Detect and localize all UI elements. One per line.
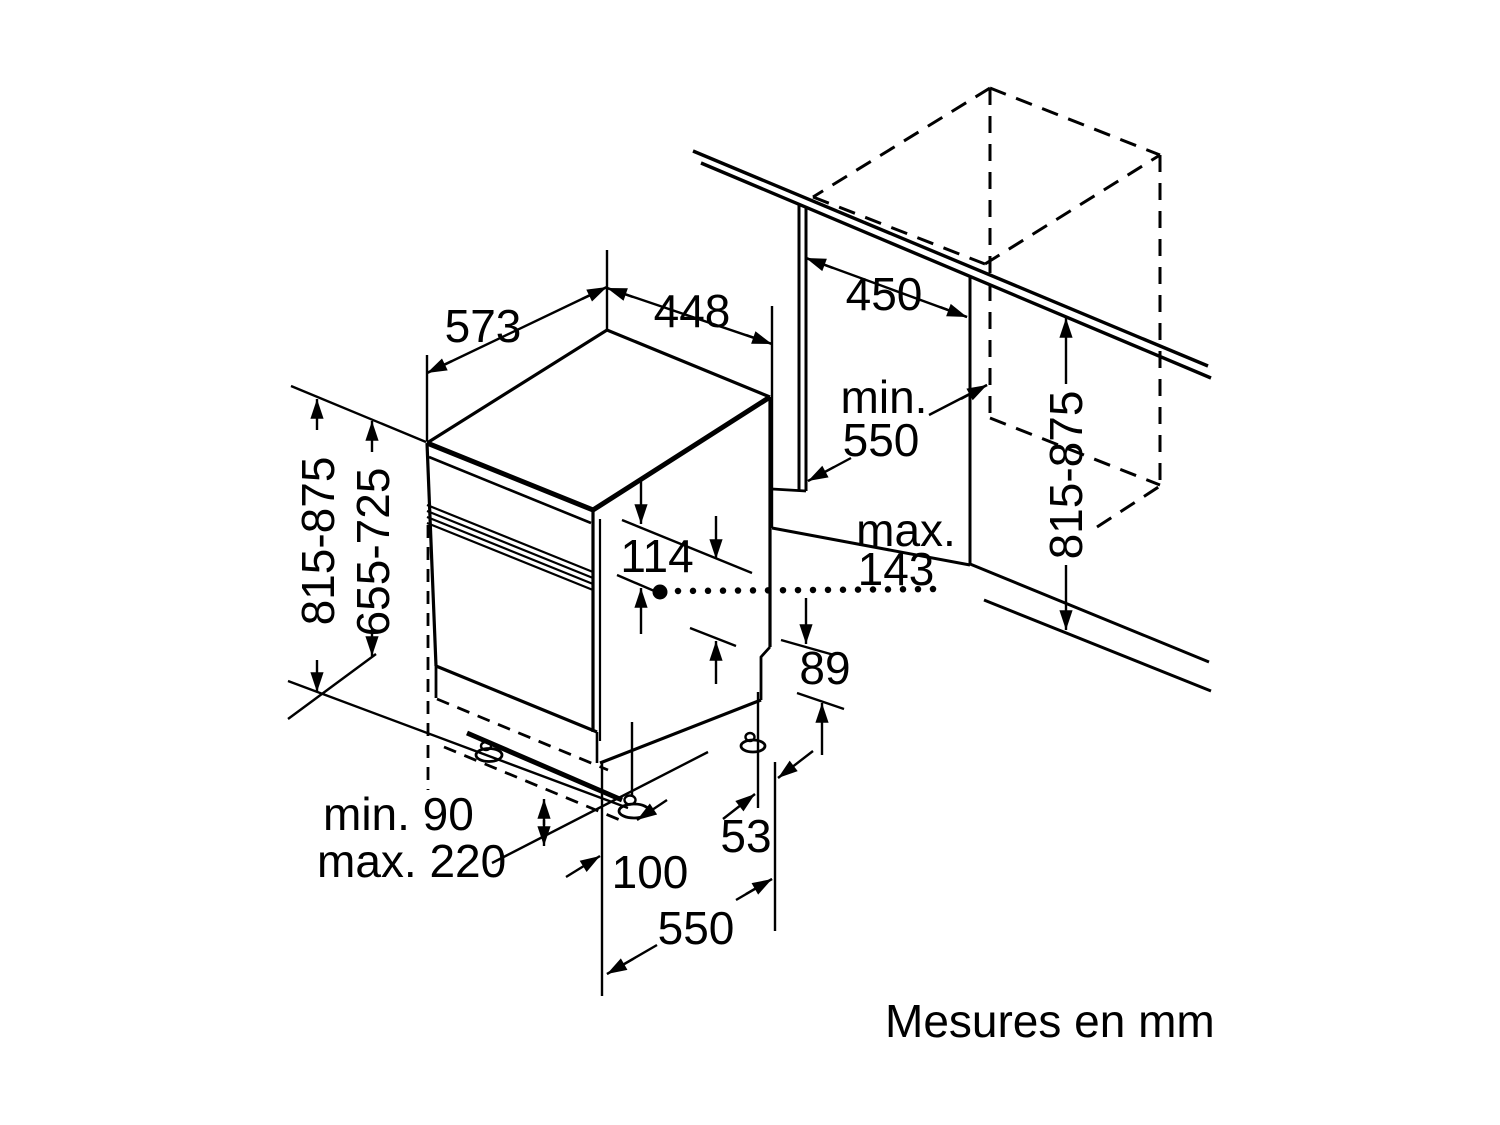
ref-countertop-level-left: [290, 384, 427, 444]
dim-label-min: min.: [841, 371, 928, 423]
dim-niche-depth: min. 550: [807, 371, 988, 483]
dim-label-550-bottom: 550: [658, 902, 735, 954]
top-front-inner-line: [428, 455, 592, 525]
dim-label-max-220: max. 220: [317, 835, 506, 887]
reference-dot: [652, 584, 668, 600]
base-front-edge: [466, 730, 623, 803]
dim-panel-height: 114: [620, 478, 694, 634]
caption-units: Mesures en mm: [885, 995, 1215, 1047]
ref-plinth-bottom: [491, 750, 709, 865]
ref-door-bottom: [287, 653, 377, 720]
door-left-edge: [425, 442, 438, 667]
control-panel-groove: [426, 503, 594, 592]
dim-front-foot-offset: 100: [565, 799, 689, 898]
dim-label-89: 89: [799, 642, 850, 694]
ref-step-bottom-extension: [796, 691, 845, 711]
dim-label-448: 448: [654, 285, 731, 337]
dim-label-114: 114: [620, 530, 693, 582]
ref-step-top-extension: [780, 638, 835, 657]
countertop-top-line: [692, 149, 1209, 368]
extension-lines: [287, 250, 845, 996]
dim-top-depth: 573: [426, 285, 608, 375]
side-bottom-step: [759, 646, 772, 700]
foot-rear-right: [739, 738, 767, 754]
dim-label-573: 573: [445, 300, 522, 352]
dim-label-815-875-left: 815-875: [292, 457, 344, 626]
niche-wall-bottom-front: [771, 526, 971, 567]
hidden-plinth-edge-dashed-1: [436, 697, 609, 772]
niche-cabinet: [692, 86, 1212, 693]
dim-door-top-max: max. 143: [652, 504, 956, 684]
niche-wall-bottom-slope: [969, 562, 1210, 664]
dim-label-53: 53: [720, 810, 771, 862]
dotted-leader: [674, 585, 944, 595]
foot-rear-right-screw: [744, 731, 756, 743]
dim-label-143: 143: [858, 543, 935, 595]
dim-label-655-725: 655-725: [347, 468, 399, 637]
floor-line-right: [983, 598, 1212, 693]
ref-door-top-extension: [621, 518, 753, 575]
ref-groove-top-extension: [616, 573, 660, 595]
dim-height-left: 815-875: [292, 399, 344, 692]
dim-label-815-875-right: 815-875: [1040, 391, 1092, 560]
dim-label-100: 100: [612, 846, 689, 898]
side-bottom-edge: [599, 698, 762, 765]
foot-front-right-screw: [623, 794, 637, 806]
dim-label-550-niche: 550: [843, 414, 920, 466]
dim-door-height: 655-725: [347, 421, 399, 656]
dim-label-450: 450: [846, 268, 923, 320]
dim-niche-width: 450: [805, 256, 968, 320]
dim-top-width: 448: [606, 285, 773, 346]
ref-floor-left: [287, 679, 629, 810]
dim-plinth-adjust: min. 90 max. 220: [317, 788, 551, 887]
niche-dashed-outline: [812, 86, 1162, 529]
dim-label-min-90: min. 90: [323, 788, 474, 840]
dim-rear-plinth-height: 89: [799, 598, 851, 755]
dim-height-right: 815-875: [1040, 318, 1092, 630]
door-bottom-edge: [435, 664, 598, 734]
niche-wall-plinth-step: [771, 487, 807, 493]
top-face-front-edges: [426, 394, 772, 513]
dim-label-max: max.: [856, 504, 956, 556]
countertop-bottom-line: [700, 161, 1212, 380]
dim-rear-foot-offset: 53: [720, 750, 814, 862]
adjustable-feet: [474, 731, 767, 820]
dishwasher-body: [425, 328, 772, 822]
hidden-plinth-edge-dashed-2: [443, 745, 621, 822]
top-face-back-edges: [426, 328, 771, 445]
ref-groove-bottom-extension: [689, 626, 737, 648]
foot-front-left-screw: [479, 740, 493, 752]
dim-body-depth: 550: [606, 877, 773, 976]
